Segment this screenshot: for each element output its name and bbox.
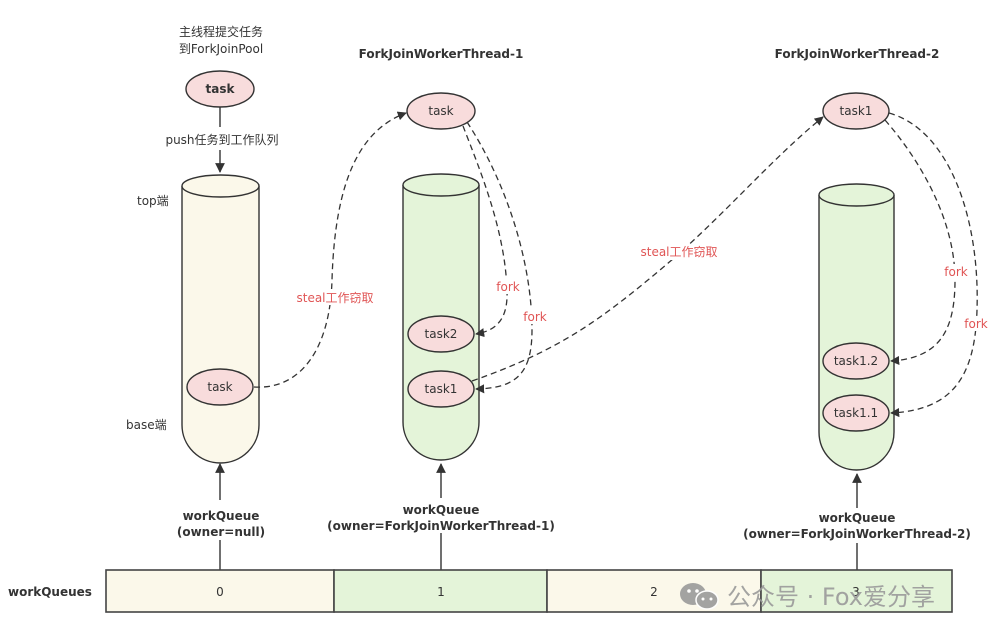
queue0-task-label: task [207,380,232,394]
watermark-text: 公众号 · Fox爱分享 [727,583,935,611]
thread1-queue-task-label: task1 [425,382,458,396]
thread2-fork-edge-1 [884,119,956,366]
queue0-task-node[interactable] [186,368,254,406]
top-end-label: top端 [137,194,169,208]
thread2-queue-task-node[interactable] [822,342,890,380]
thread2-fork-label-1: fork [944,265,968,279]
array-cell-label: 2 [650,585,658,599]
main-task-label: task [206,82,236,96]
steal-label-2: steal工作窃取 [640,244,717,259]
thread2-queue-task-node[interactable] [822,394,890,432]
thread2-queue-task-label: task1.2 [834,354,878,368]
base-end-label: base端 [126,418,167,432]
main-caption-line2: 到ForkJoinPool [179,42,263,56]
thread1-fork-edge-2 [466,121,533,394]
queue1-title-line1: workQueue [403,503,480,517]
thread2-fork-label-2: fork [964,317,988,331]
watermark: 公众号 · Fox爱分享 [680,583,935,611]
array-cell-0[interactable] [105,569,335,613]
queue1-title-line2: (owner=ForkJoinWorkerThread-1) [327,519,555,533]
work-queues-array: 0 1 2 3 [105,569,953,613]
array-cell-label: 3 [852,585,860,599]
thread1-queue-task-node[interactable] [407,315,475,353]
steal-label-1: steal工作窃取 [296,290,373,305]
thread2-fork-edge-2 [888,112,978,418]
steal-edge-1 [253,111,407,388]
wechat-icon [680,583,719,610]
thread1-fork-label-1: fork [496,280,520,294]
push-label: push任务到工作队列 [165,132,278,147]
queue0-title-line2: (owner=null) [177,525,265,539]
array-cell-3[interactable] [760,569,953,613]
array-cell-label: 1 [437,585,445,599]
thread1-task-node[interactable] [406,92,476,130]
thread2-task-label: task1 [840,104,873,118]
array-cell-2[interactable] [546,569,762,613]
thread2-title: ForkJoinWorkerThread-2 [775,47,940,61]
work-queues-label: workQueues [8,585,92,599]
thread1-fork-label-2: fork [523,310,547,324]
steal-edge-2 [471,116,824,382]
thread2-queue-task-label: task1.1 [834,406,878,420]
queue2-title-line1: workQueue [819,511,896,525]
queue0-title-line1: workQueue [183,509,260,523]
thread1-queue-task-label: task2 [425,327,458,341]
thread2-task-node[interactable] [822,92,890,130]
main-thread-group: 主线程提交任务 到ForkJoinPool task push任务到工作队列 [165,24,279,173]
main-caption-line1: 主线程提交任务 [179,24,263,39]
queue2-title-line2: (owner=ForkJoinWorkerThread-2) [743,527,971,541]
array-cell-label: 0 [216,585,224,599]
array-cell-1[interactable] [333,569,548,613]
queue0-cylinder [181,174,260,464]
thread1-fork-edge-1 [462,125,508,338]
thread1-task-label: task [428,104,453,118]
thread1-title: ForkJoinWorkerThread-1 [359,47,524,61]
thread1-queue-task-node[interactable] [407,370,475,408]
